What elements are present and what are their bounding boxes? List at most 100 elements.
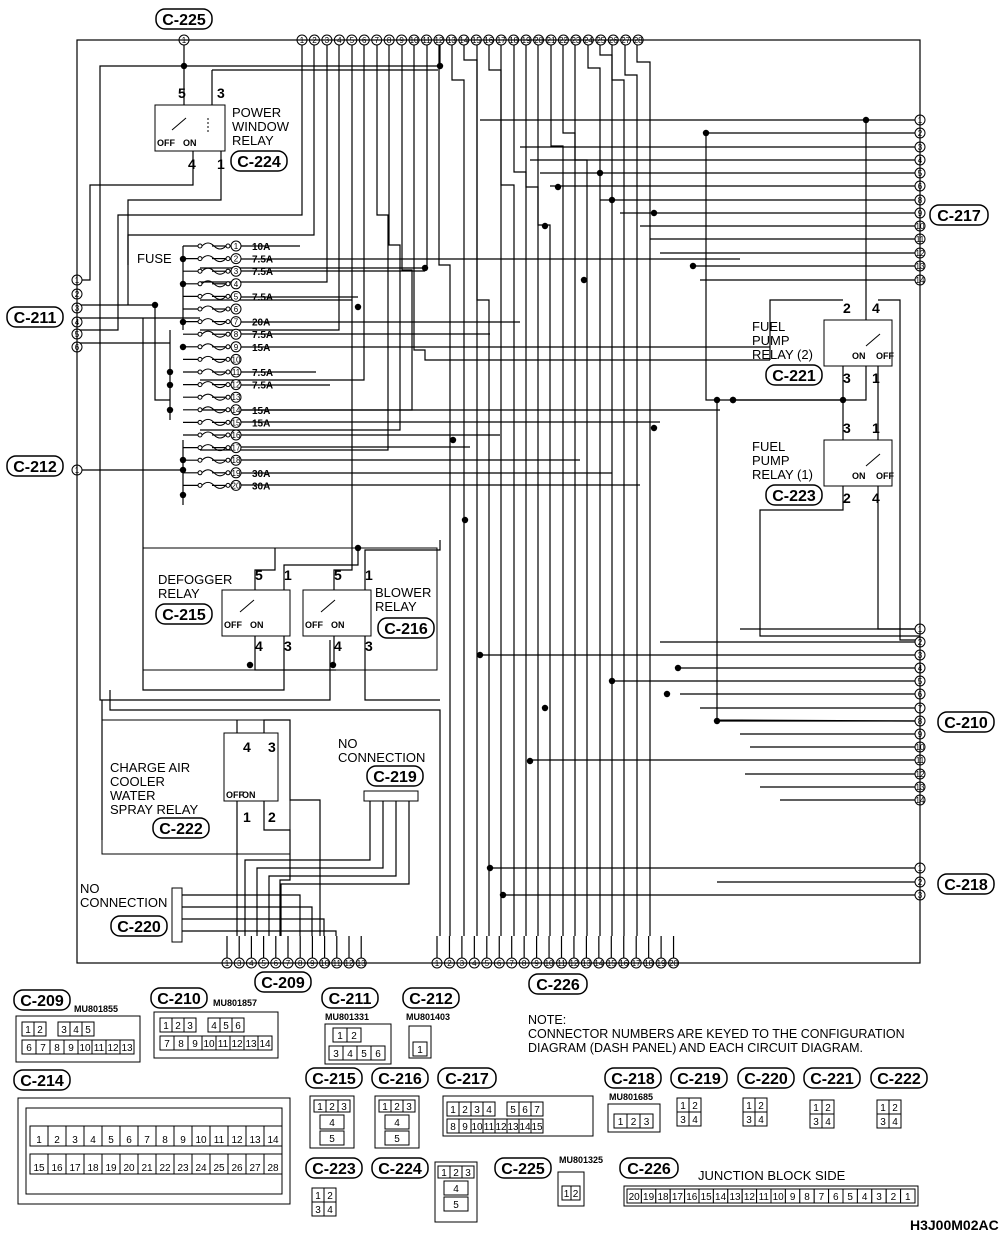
svg-text:20A: 20A: [252, 318, 270, 329]
pin-cell: 10: [79, 1043, 91, 1054]
svg-text:1: 1: [243, 809, 251, 825]
svg-text:2: 2: [329, 1102, 335, 1113]
svg-text:8: 8: [234, 330, 239, 339]
svg-text:NO: NO: [80, 881, 100, 896]
tag-c211: C-211: [6, 306, 64, 328]
svg-text:4: 4: [453, 1184, 459, 1195]
pin-cell: 7: [40, 1043, 46, 1054]
pin-cell: 21: [141, 1163, 153, 1174]
pin-cell: 11: [759, 1192, 770, 1203]
pin-cell: 18: [657, 1192, 669, 1203]
svg-text:1: 1: [382, 1102, 388, 1113]
svg-text:20: 20: [232, 481, 241, 490]
pin-cell: 8: [54, 1043, 60, 1054]
pin-cell: 6: [126, 1135, 132, 1146]
svg-text:CONNECTION: CONNECTION: [338, 750, 425, 765]
fuse-6: 6: [197, 303, 242, 315]
svg-text:NOTE:: NOTE:: [528, 1013, 566, 1027]
svg-text:PUMP: PUMP: [752, 333, 790, 348]
pin-cell: 16: [51, 1163, 63, 1174]
svg-text:1: 1: [317, 1102, 323, 1113]
fuse-18: 18: [197, 454, 242, 466]
pin-cell: 5: [108, 1135, 114, 1146]
fuse-4: 4: [197, 278, 242, 290]
svg-text:C-224: C-224: [378, 1161, 422, 1178]
pin-cell: 3: [72, 1135, 78, 1146]
svg-text:5: 5: [453, 1200, 459, 1211]
svg-text:C-225: C-225: [162, 12, 206, 29]
svg-text:3: 3: [406, 1102, 412, 1113]
pin-cell: 6: [833, 1192, 839, 1203]
svg-text:NO: NO: [338, 736, 358, 751]
pin-cell: 13: [729, 1192, 741, 1203]
fuse-13: 13: [197, 391, 242, 403]
svg-text:C-222: C-222: [877, 1071, 921, 1088]
svg-text:BLOWER: BLOWER: [375, 585, 431, 600]
svg-text:4: 4: [234, 280, 239, 289]
svg-text:2: 2: [453, 1168, 459, 1179]
svg-text:14: 14: [232, 406, 241, 415]
svg-text:C-226: C-226: [536, 977, 580, 994]
svg-text:MU801855: MU801855: [74, 1004, 118, 1014]
svg-text:2: 2: [268, 809, 276, 825]
pin-cell: 18: [87, 1163, 99, 1174]
pin-cell: 6: [522, 1105, 528, 1116]
c225-face: [557, 1171, 585, 1207]
svg-text:C-217: C-217: [937, 208, 981, 225]
svg-text:7.5A: 7.5A: [252, 368, 273, 379]
svg-text:3: 3: [843, 420, 851, 436]
pin-cell: 1: [163, 1021, 169, 1032]
junction-dots: [151, 62, 870, 899]
svg-text:DIAGRAM (DASH PANEL) AND EACH: DIAGRAM (DASH PANEL) AND EACH CIRCUIT DI…: [528, 1041, 863, 1055]
svg-text:WINDOW: WINDOW: [232, 119, 290, 134]
charge-air-box: [101, 719, 291, 855]
tag-c209: C-209: [254, 971, 312, 993]
svg-text:3: 3: [341, 1102, 347, 1113]
svg-text:1: 1: [234, 242, 239, 251]
pin-cell: 22: [159, 1163, 171, 1174]
svg-text:3: 3: [680, 1115, 686, 1126]
svg-text:ON: ON: [331, 620, 345, 630]
svg-text:CONNECTION: CONNECTION: [80, 895, 167, 910]
pin-cell: 3: [187, 1021, 193, 1032]
c210-face: [153, 1011, 279, 1059]
svg-text:C-219: C-219: [677, 1071, 721, 1088]
svg-text:15A: 15A: [252, 406, 270, 417]
svg-text:2: 2: [327, 1191, 333, 1202]
svg-text:3: 3: [813, 1117, 819, 1128]
pin-cell: 20: [123, 1163, 135, 1174]
svg-text:FUEL: FUEL: [752, 439, 785, 454]
svg-text:5: 5: [234, 292, 239, 301]
pin-cell: 12: [495, 1122, 507, 1133]
pin-cell: 10: [471, 1122, 483, 1133]
pin-cell: 5: [223, 1021, 229, 1032]
svg-text:OFF: OFF: [305, 620, 323, 630]
pin-cell: 27: [249, 1163, 261, 1174]
svg-text:C-223: C-223: [772, 488, 816, 505]
svg-text:OFF: OFF: [224, 620, 242, 630]
svg-text:3: 3: [217, 85, 225, 101]
svg-text:10: 10: [232, 355, 241, 364]
svg-text:15: 15: [232, 418, 241, 427]
c215-face: [309, 1095, 355, 1149]
pin-cell: 9: [462, 1122, 468, 1133]
svg-text:4: 4: [692, 1115, 698, 1126]
svg-text:10A: 10A: [252, 242, 270, 253]
svg-text:3: 3: [234, 267, 239, 276]
svg-text:C-216: C-216: [378, 1071, 422, 1088]
pin-cell: 13: [249, 1135, 261, 1146]
pin-cell: 14: [267, 1135, 279, 1146]
pin-cell: 1: [337, 1031, 343, 1042]
c209-face: [15, 1015, 141, 1063]
svg-text:18: 18: [232, 456, 241, 465]
svg-text:1: 1: [880, 1103, 886, 1114]
